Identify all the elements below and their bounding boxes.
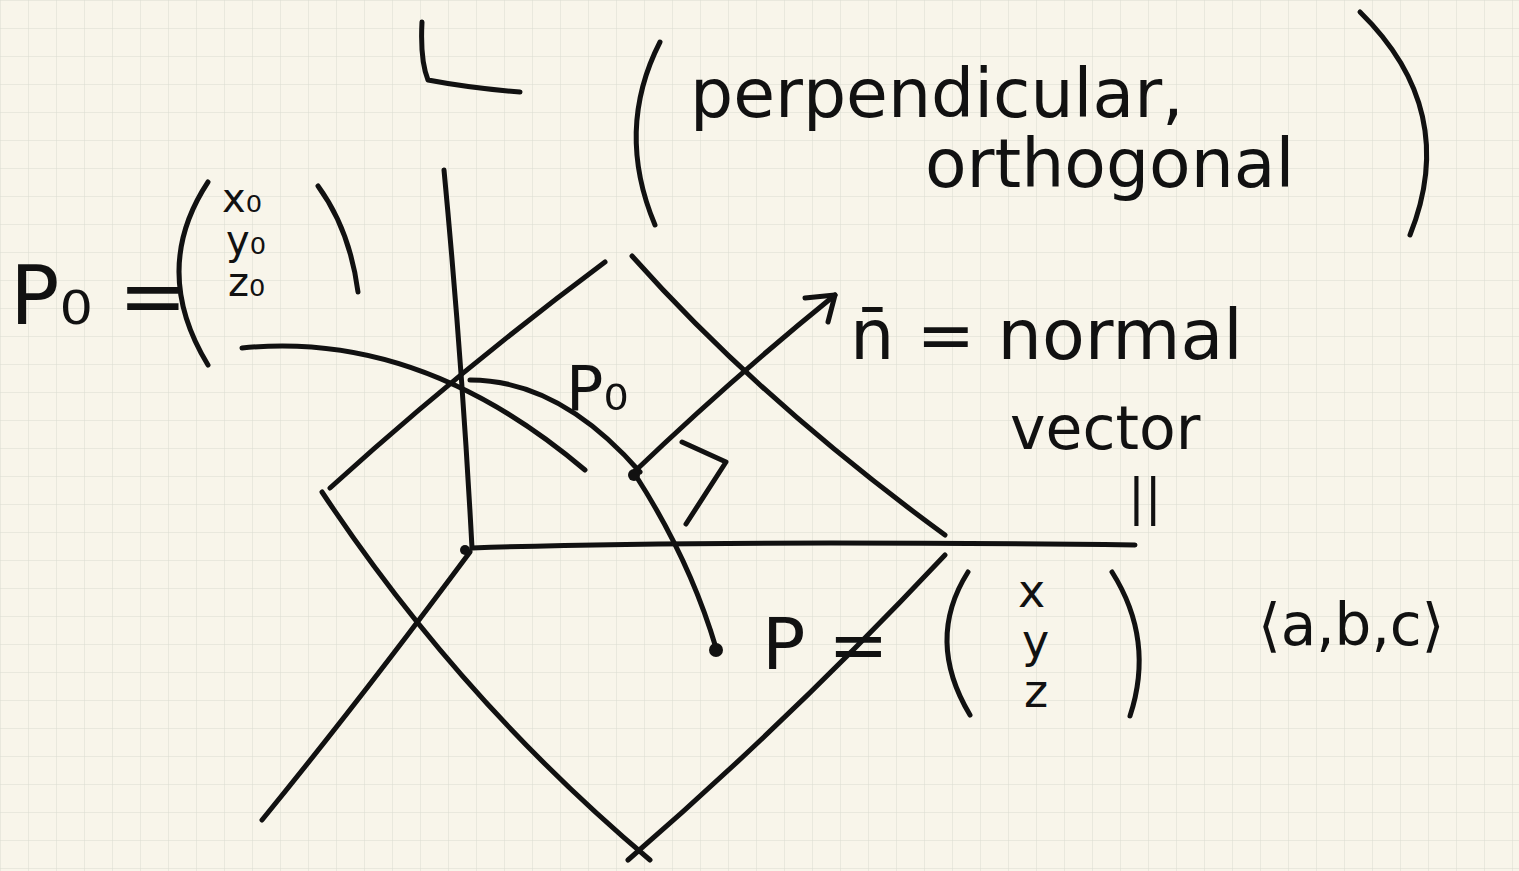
point-p0 bbox=[628, 469, 640, 481]
perpendicular-symbol bbox=[422, 22, 520, 92]
coordinate: x bbox=[1018, 568, 1045, 614]
plane-edge bbox=[330, 262, 605, 488]
coordinate: z₀ bbox=[228, 262, 265, 302]
note-text: perpendicular, bbox=[690, 60, 1184, 128]
plane-edge bbox=[632, 256, 945, 535]
plane-edge bbox=[322, 492, 650, 860]
parallel-mark: || bbox=[1128, 472, 1162, 522]
parenthesis bbox=[1360, 12, 1427, 235]
y-axis bbox=[472, 543, 1135, 548]
point-label: P = bbox=[762, 608, 889, 680]
coordinate: y₀ bbox=[226, 220, 266, 260]
plane-edge bbox=[628, 555, 945, 860]
right-angle-mark bbox=[682, 442, 726, 524]
vector-label: n̄ = normal bbox=[850, 300, 1243, 370]
parenthesis bbox=[636, 42, 660, 225]
origin-point bbox=[460, 545, 470, 555]
parenthesis bbox=[318, 186, 358, 292]
plane-edge bbox=[242, 346, 585, 470]
vector-label: vector bbox=[1010, 398, 1200, 458]
point-label: P₀ = bbox=[10, 255, 187, 337]
coordinate: x₀ bbox=[222, 178, 262, 218]
normal-vector bbox=[632, 295, 835, 474]
arrowhead bbox=[805, 295, 835, 322]
parenthesis bbox=[1112, 572, 1139, 716]
parenthesis bbox=[947, 572, 970, 715]
z-axis bbox=[444, 170, 472, 548]
point-p bbox=[709, 643, 723, 657]
point-label: P₀ bbox=[566, 358, 628, 420]
x-axis bbox=[262, 552, 470, 820]
note-text: orthogonal bbox=[925, 130, 1294, 198]
coordinate: y bbox=[1022, 618, 1049, 664]
coordinate: z bbox=[1024, 668, 1048, 714]
vector-components: ⟨a,b,c⟩ bbox=[1258, 596, 1444, 654]
vector-p0-p bbox=[636, 476, 716, 648]
